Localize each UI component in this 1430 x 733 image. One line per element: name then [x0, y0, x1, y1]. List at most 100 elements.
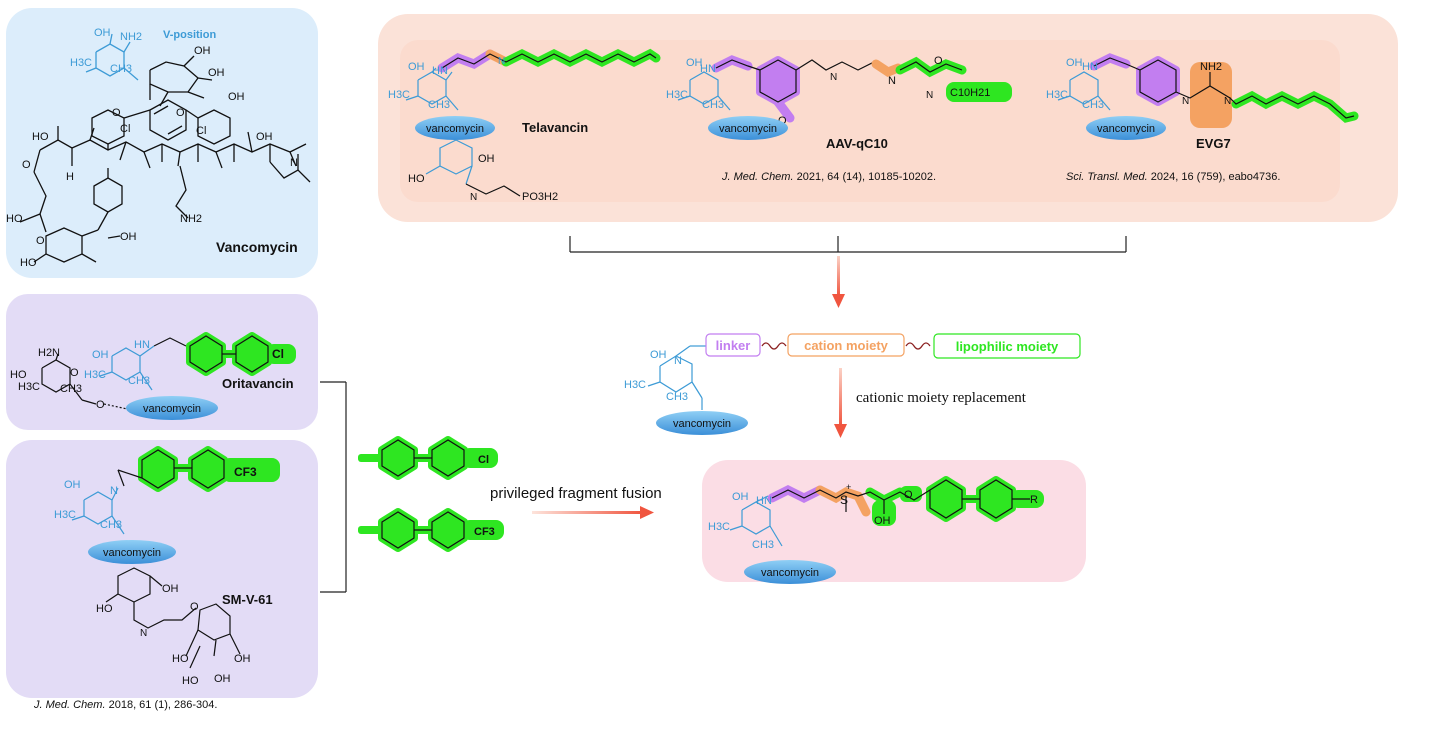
fusion-label: privileged fragment fusion [490, 485, 662, 502]
wavy-link-1 [761, 342, 787, 350]
vancomycin-title: Vancomycin [216, 239, 298, 255]
vancomycin-panel-bg [6, 8, 318, 278]
atom-oh-right: OH [256, 131, 273, 143]
orita-ch3: CH3 [128, 375, 150, 387]
right-arrow [532, 506, 654, 519]
smv61-cf3: CF3 [234, 465, 257, 479]
lipophilic-label: lipophilic moiety [956, 339, 1059, 354]
atom-nh2: NH2 [120, 31, 142, 43]
vancomycin-labels: OH NH2 H3C CH3 V-position OH OH OH O O C… [6, 27, 298, 269]
atom-cl-right: Cl [196, 125, 206, 137]
product-o: O [904, 489, 913, 501]
telavancin-core-label: vancomycin [426, 123, 484, 135]
replacement-label: cationic moiety replacement [856, 390, 1027, 406]
glucose-oh-2: OH [228, 91, 245, 103]
atom-nh2-asn: NH2 [180, 213, 202, 225]
telavancin-oh: OH [408, 61, 425, 73]
smv61-oh4: OH [214, 673, 231, 685]
telavancin-core-ellipse [415, 116, 495, 140]
evg7-title: EVG7 [1196, 136, 1231, 151]
cation-label: cation moiety [804, 338, 889, 353]
oritavancin-structure: Cl HN OH H3C CH3 H2N HO H3C CH3 O O vanc… [10, 332, 296, 420]
product-hn: HN [756, 495, 772, 507]
aav-core-ellipse [708, 116, 788, 140]
aav-o: O [934, 55, 943, 67]
orita-ch3-2: CH3 [60, 383, 82, 395]
left-bracket [320, 381, 347, 593]
telavancin-title: Telavancin [522, 120, 588, 135]
product-s-charge: + [846, 482, 851, 492]
smv61-o: O [190, 601, 199, 613]
telavancin-nh: N [498, 56, 505, 67]
product-s: S [840, 493, 848, 507]
evg7-nh2-plus: NH2 [1200, 61, 1222, 73]
atom-h3c: H3C [70, 57, 92, 69]
aav-carbonyl-o: O [778, 115, 787, 127]
evg7-guanidine-highlight [1190, 62, 1232, 128]
atom-cl-left: Cl [120, 123, 130, 135]
orita-h3c: H3C [84, 369, 106, 381]
aav-nh: N [926, 90, 933, 101]
design-core-ellipse [656, 411, 748, 435]
smv61-core-label: vancomycin [103, 547, 161, 559]
product-h3c: H3C [708, 521, 730, 533]
aav-title: AAV-qC10 [826, 136, 888, 151]
telavancin-h3c: H3C [388, 89, 410, 101]
atom-ho-acid: HO [6, 213, 23, 225]
evg7-nh-2: N [1224, 96, 1231, 107]
aav-hn: HN [700, 63, 716, 75]
aav-oh: OH [686, 57, 703, 69]
atom-ch3: CH3 [110, 63, 132, 75]
orita-h3c2: H3C [18, 381, 40, 393]
oritavancin-title: Oritavancin [222, 376, 294, 391]
smv61-nh: N [140, 628, 147, 639]
vancomycin-structure [19, 33, 311, 263]
orita-core-ellipse [126, 396, 218, 420]
product-ch3: CH3 [752, 539, 774, 551]
aav-c10h21: C10H21 [950, 87, 990, 99]
design-core-label: vancomycin [673, 418, 731, 430]
aav-ch3: CH3 [702, 99, 724, 111]
atom-ho-left: HO [32, 131, 49, 143]
evg7-oh: OH [1066, 57, 1083, 69]
telavancin-po3h2: PO3H2 [522, 191, 558, 203]
oritavancin-panel-bg [6, 294, 318, 430]
product-r: R [1030, 494, 1038, 506]
smv61-ch3: CH3 [100, 519, 122, 531]
product-structure: HN OH H3C CH3 vancomycin S + OH O R [708, 476, 1044, 584]
fragment-cl: Cl [358, 436, 498, 480]
design-oh: OH [650, 349, 667, 361]
product-core-label: vancomycin [761, 567, 819, 579]
smv61-oh: OH [64, 479, 81, 491]
orita-ho: HO [10, 369, 27, 381]
telavancin-ho: HO [408, 173, 425, 185]
orita-o: O [96, 399, 105, 411]
lipophilic-box [933, 333, 1081, 359]
atom-oh-bottom: OH [120, 231, 137, 243]
evg7-hn: HN [1082, 61, 1098, 73]
atom-o-acid: O [36, 235, 45, 247]
orita-o-ring: O [70, 367, 79, 379]
evg7-core-label: vancomycin [1097, 123, 1155, 135]
aav-reference: J. Med. Chem. 2021, 64 (14), 10185-10202… [721, 171, 936, 183]
telavancin-oh2: OH [478, 153, 495, 165]
smv61-ho3: HO [182, 675, 199, 687]
orita-oh: OH [92, 349, 109, 361]
orita-cl: Cl [272, 347, 284, 361]
aav-core-label: vancomycin [719, 123, 777, 135]
glucose-oh-1: OH [208, 67, 225, 79]
smv61-oh3: OH [234, 653, 251, 665]
orita-h2n: H2N [38, 347, 60, 359]
fragment-cf3: CF3 [358, 508, 504, 552]
atom-oh: OH [94, 27, 111, 39]
orita-core-label: vancomycin [143, 403, 201, 415]
smv61-core-ellipse [88, 540, 176, 564]
down-arrow-1 [832, 256, 845, 308]
linker-box [705, 333, 761, 357]
aav-c10-highlight [946, 82, 1012, 102]
down-arrow-2 [834, 368, 847, 438]
derivatives-inner-bg [400, 40, 1340, 202]
cation-box [787, 333, 905, 357]
design-ch3: CH3 [666, 391, 688, 403]
